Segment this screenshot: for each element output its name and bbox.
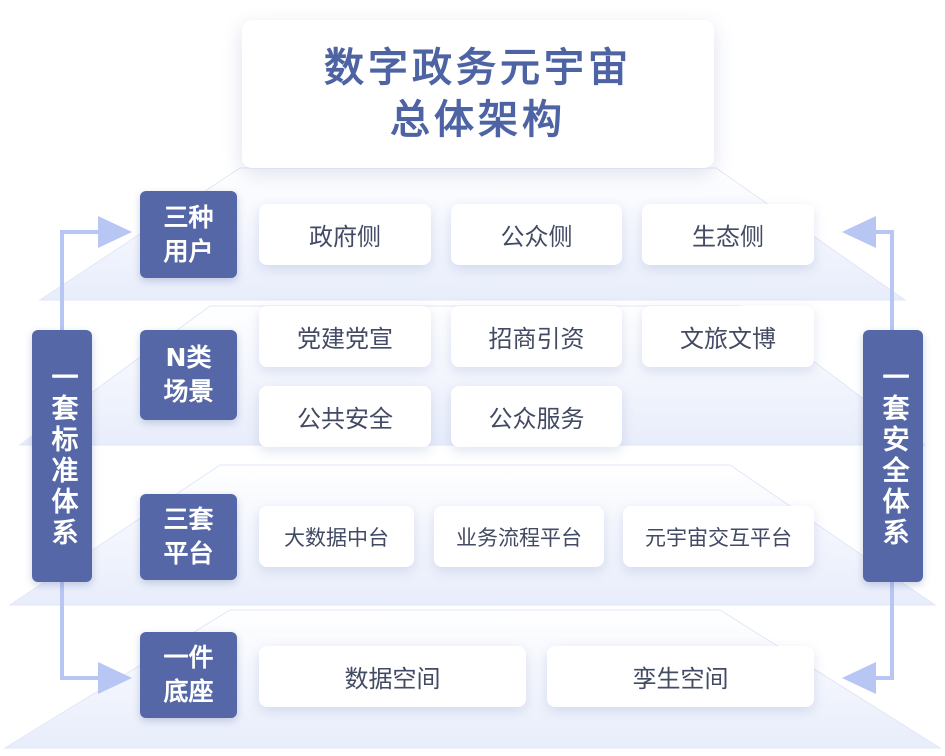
layer-label-line: 平台 xyxy=(163,539,214,568)
item-data-space: 数据空间 xyxy=(259,646,526,707)
item-metaverse-interaction-platform: 元宇宙交互平台 xyxy=(623,506,814,567)
layer-label-line: 一件 xyxy=(163,643,214,672)
right-arrow-top xyxy=(842,216,876,248)
title-line-2: 总体架构 xyxy=(390,97,566,143)
title-line-1: 数字政务元宇宙 xyxy=(324,45,632,91)
item-public-side: 公众侧 xyxy=(451,204,622,265)
item-party-building: 党建党宣 xyxy=(259,306,431,367)
right-arrow-bottom xyxy=(842,662,876,694)
item-ecosystem-side: 生态侧 xyxy=(642,204,814,265)
security-system-label: 一套安全体系 xyxy=(877,363,909,549)
item-big-data-platform: 大数据中台 xyxy=(259,506,414,567)
layer-label-line: N类 xyxy=(165,343,212,372)
item-public-service: 公众服务 xyxy=(451,386,622,447)
standard-system-label: 一套标准体系 xyxy=(46,363,78,549)
layer-label-users: 三种 用户 xyxy=(140,191,237,278)
left-arrow-bottom xyxy=(98,662,132,694)
item-investment-attraction: 招商引资 xyxy=(451,306,622,367)
title-card: 数字政务元宇宙 总体架构 xyxy=(242,20,714,168)
layer-label-line: 三种 xyxy=(163,202,214,232)
item-culture-tourism: 文旅文博 xyxy=(642,306,814,367)
layer-label-scenes: N类 场景 xyxy=(140,330,237,420)
layer-label-line: 场景 xyxy=(163,377,214,406)
item-twin-space: 孪生空间 xyxy=(547,646,814,707)
layer-label-line: 三套 xyxy=(163,505,214,534)
layer-label-line: 底座 xyxy=(163,677,214,706)
layer-label-base: 一件 底座 xyxy=(140,632,237,718)
standard-system-box: 一套标准体系 xyxy=(32,330,92,582)
security-system-box: 一套安全体系 xyxy=(863,330,923,582)
item-workflow-platform: 业务流程平台 xyxy=(434,506,604,567)
item-government-side: 政府侧 xyxy=(259,204,431,265)
layer-label-line: 用户 xyxy=(163,236,214,266)
item-public-safety: 公共安全 xyxy=(259,386,431,447)
left-arrow-top xyxy=(98,216,132,248)
layer-label-platforms: 三套 平台 xyxy=(140,494,237,580)
